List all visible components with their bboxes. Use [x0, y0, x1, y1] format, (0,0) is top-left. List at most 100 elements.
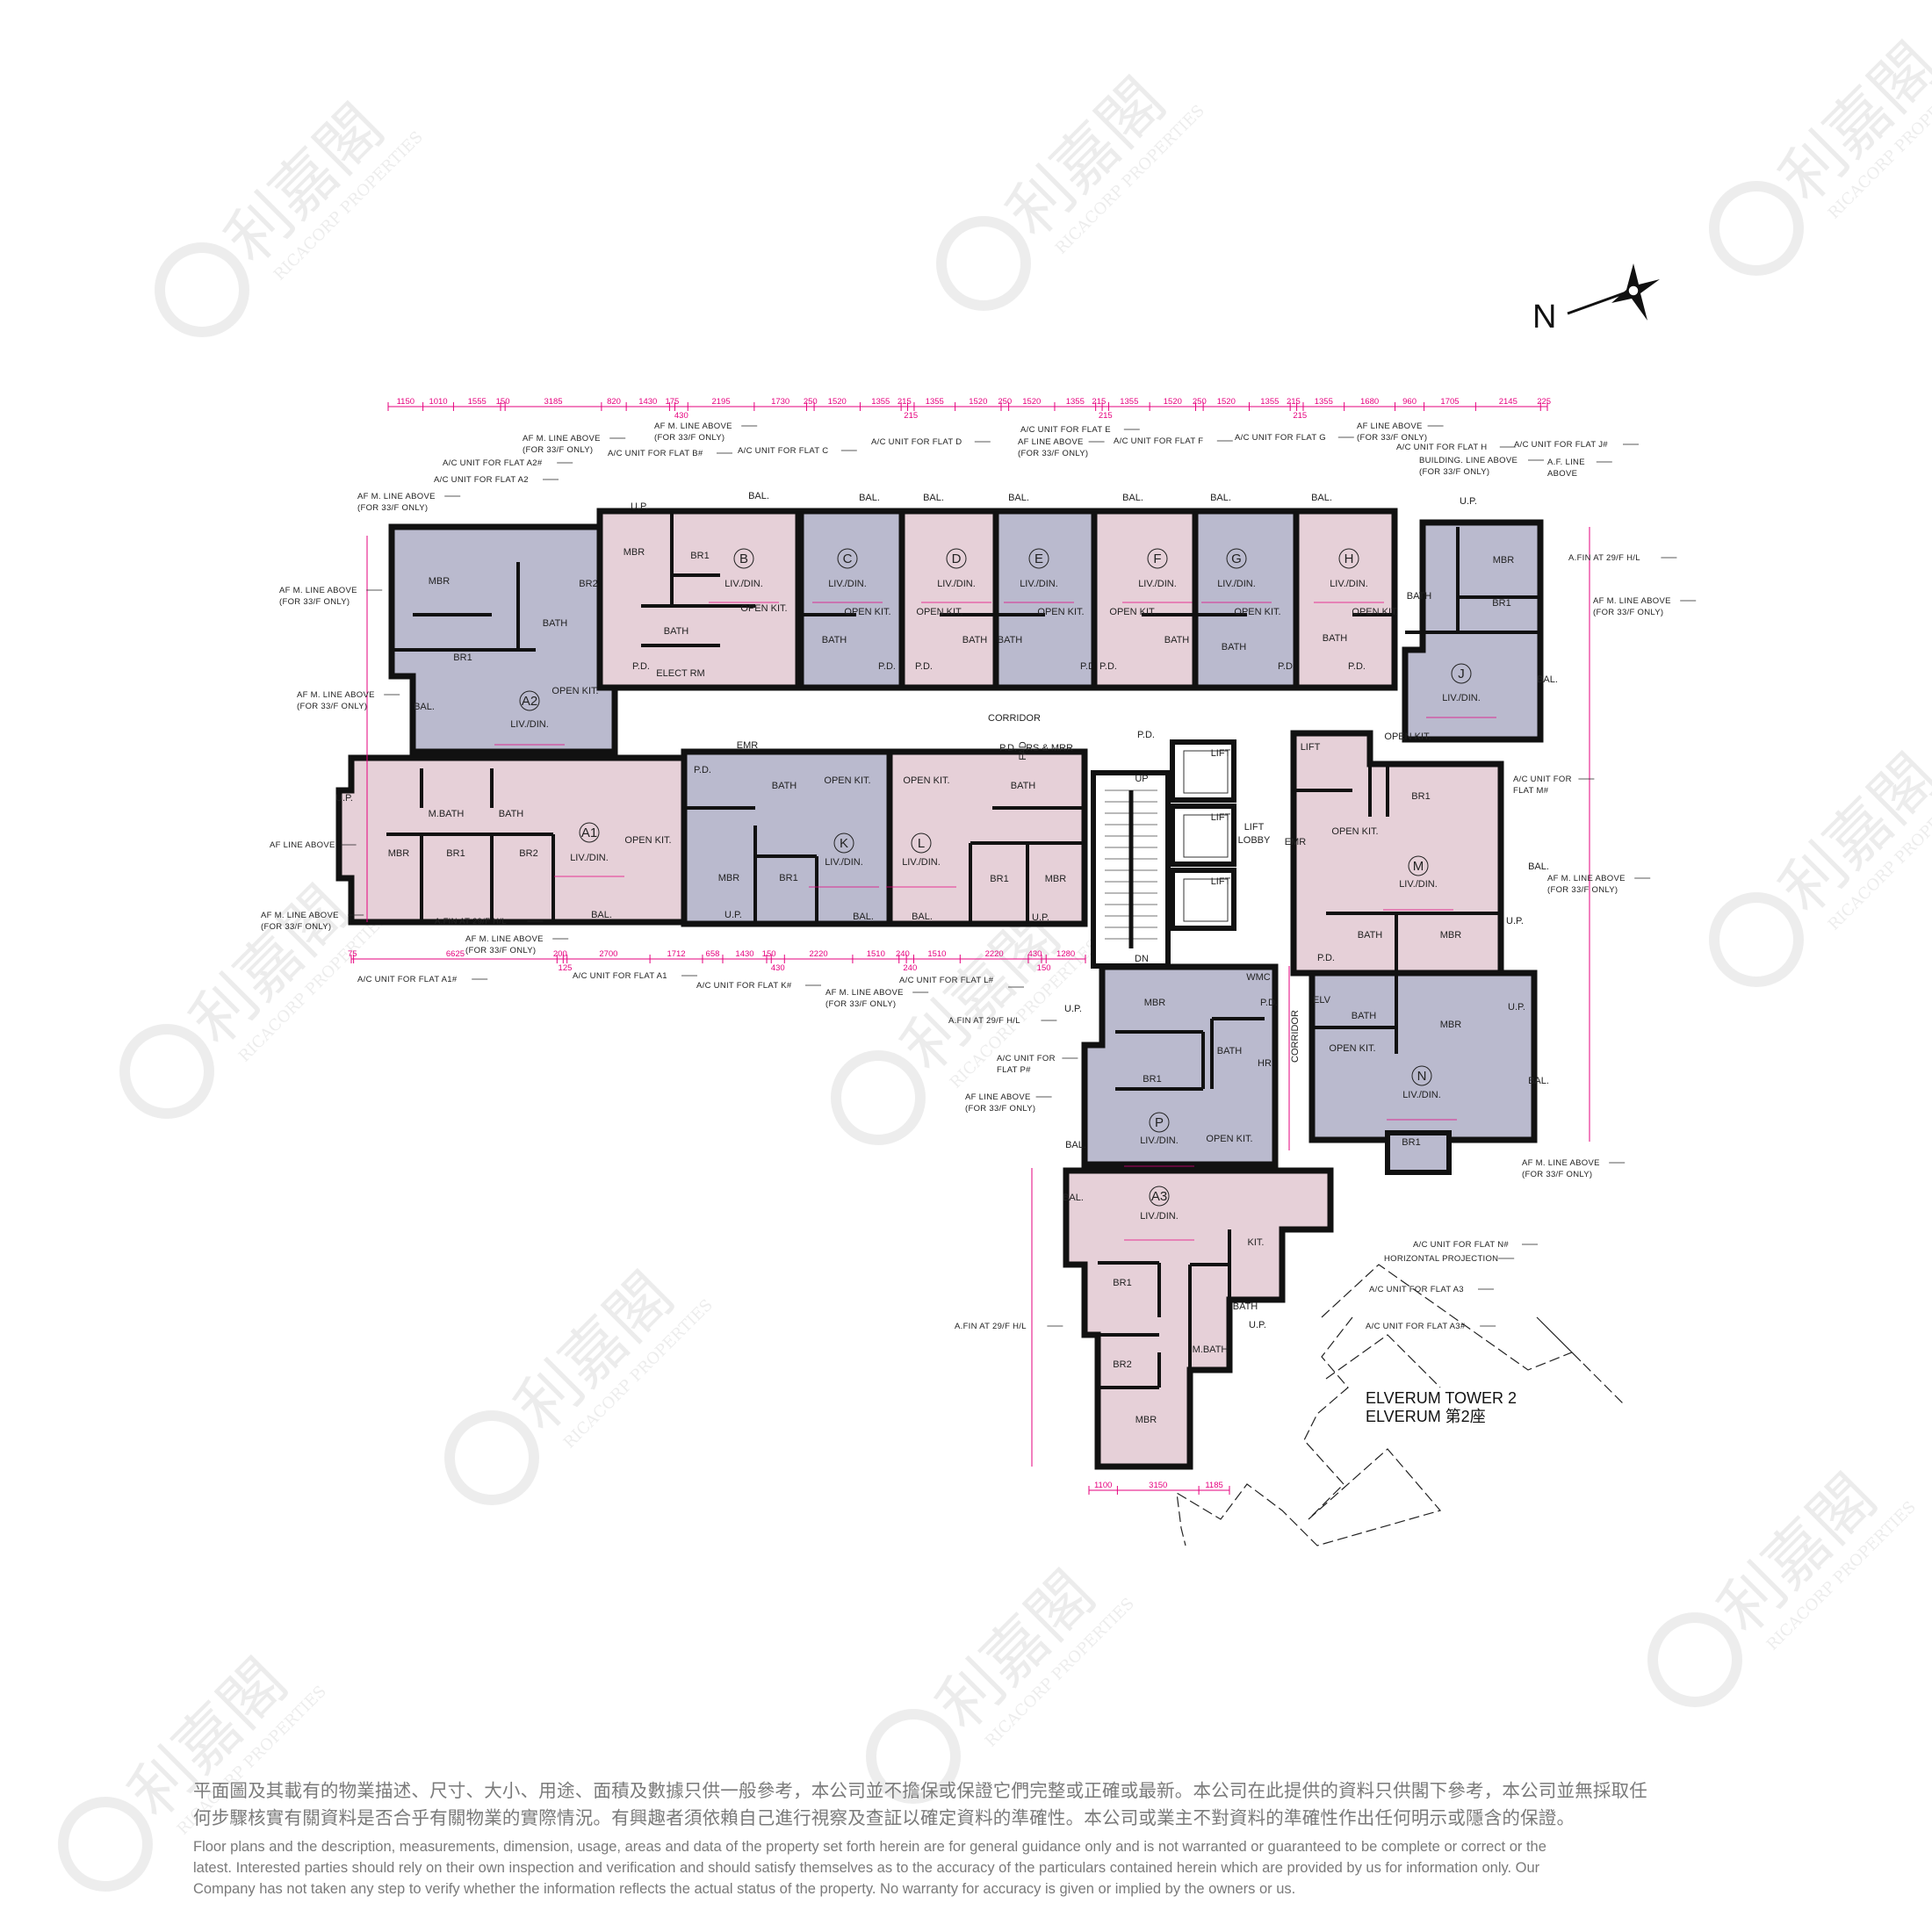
unit-floor-area	[886, 748, 1088, 927]
callout-text: (FOR 33/F ONLY)	[825, 999, 896, 1009]
room-label: MBR	[1144, 998, 1166, 1008]
north-arrow-center	[1627, 285, 1640, 297]
room-label: P.D.	[915, 661, 933, 672]
room-label: LIV./DIN.	[1330, 579, 1368, 589]
lift-shaft	[1170, 804, 1236, 867]
unit-id-label: M	[1413, 859, 1424, 874]
callout-text: A.FIN AT 29/F H/L	[435, 917, 507, 926]
unit-floor-area	[1192, 508, 1300, 691]
unit-id-circle	[1338, 548, 1359, 569]
callout-text: AF M. LINE ABOVE	[297, 690, 375, 700]
callout-note: A/C UNIT FOR FLAT B#	[608, 449, 732, 458]
unit-id-label: K	[840, 836, 848, 851]
unit-id-label: A2	[522, 694, 537, 709]
room-label: ELV	[1313, 995, 1331, 1006]
top-dimension-value: 1705	[1440, 397, 1459, 407]
callout-note: AF M. LINE ABOVE(FOR 33/F ONLY)	[261, 911, 364, 932]
callout-text: (FOR 33/F ONLY)	[654, 433, 724, 443]
callout-note: AF M. LINE ABOVE(FOR 33/F ONLY)	[297, 690, 400, 711]
room-label: BATH	[998, 635, 1023, 645]
callout-text: (FOR 33/F ONLY)	[965, 1104, 1035, 1114]
room-label: OPEN KIT.	[903, 775, 949, 786]
room-label: BATH	[499, 809, 524, 819]
bottom-dimension-value: 150	[1037, 963, 1051, 973]
callout-note: AF LINE ABOVE (FOR 33/F ONLY)	[965, 1092, 1052, 1114]
unit-id-circle	[1149, 1112, 1170, 1133]
bottom-dimension-value: 150	[762, 949, 776, 959]
room-label: LIV./DIN.	[828, 579, 867, 589]
room-label: P.D.	[1348, 661, 1366, 672]
callout-note: AF LINE ABOVE(FOR 33/F ONLY)	[1018, 437, 1105, 458]
callout-text: AF M. LINE ABOVE	[523, 434, 601, 443]
unit-id-circle	[1226, 548, 1247, 569]
bottom-dimension-value: 1712	[667, 949, 685, 959]
room-label: BATH	[1358, 930, 1383, 941]
room-label: U.P.	[1249, 1320, 1266, 1330]
unit-id-label: L	[918, 836, 925, 851]
room-label: OPEN KIT.	[1234, 607, 1280, 617]
tower-footprint-outline	[1176, 1264, 1626, 1546]
room-label: MBR	[388, 848, 410, 859]
watermark-logo-icon	[444, 1410, 539, 1505]
room-label: MBR	[1493, 555, 1515, 566]
callout-text: AF LINE ABOVE	[965, 1092, 1031, 1102]
callout-note: AF M. LINE ABOVE(FOR 33/F ONLY)	[1522, 1158, 1626, 1179]
room-label: OPEN KIT.	[844, 607, 890, 617]
watermark-logo-icon	[866, 1709, 961, 1804]
unit-floor-area	[1308, 970, 1538, 1143]
callout-note: A/C UNIT FOR FLAT E	[1020, 425, 1140, 435]
room-label: BAL.	[591, 910, 612, 920]
top-dimension-value: 215	[898, 397, 912, 407]
room-label: BATH	[1164, 635, 1190, 645]
callout-note: AF M. LINE ABOVE(FOR 33/F ONLY)	[1547, 874, 1651, 895]
room-label: U.P.	[631, 501, 648, 512]
top-dimension-value: 1730	[771, 397, 789, 407]
room-label: OPEN KIT.	[1384, 732, 1431, 742]
room-label: LIV./DIN.	[825, 857, 863, 868]
callout-text: A/C UNIT FOR FLAT N#	[1413, 1240, 1509, 1250]
top-dimension-value: 150	[496, 397, 510, 407]
room-label: BATH	[1407, 591, 1432, 602]
top-dimension-value: 2145	[1499, 397, 1517, 407]
callout-text: AF M. LINE ABOVE	[261, 911, 339, 920]
bottom-dimension-value: 240	[903, 963, 917, 973]
top-dimension-value: 1520	[828, 397, 847, 407]
bottom-dimension-value: 75	[348, 949, 357, 959]
room-label: OPEN KIT.	[824, 775, 870, 786]
top-dimension-value: 1355	[1066, 397, 1085, 407]
room-label: BATH	[1233, 1301, 1258, 1312]
room-label: EMR	[737, 740, 759, 751]
unit-id-circle	[1028, 548, 1049, 569]
room-label: BAL.	[1065, 1140, 1086, 1150]
unit-floor-area	[992, 508, 1098, 691]
lift-shaft	[1170, 868, 1236, 931]
unit-id-circle	[837, 548, 858, 569]
callout-note: HORIZONTAL PROJECTION	[1384, 1254, 1515, 1264]
callout-text: HORIZONTAL PROJECTION	[1384, 1254, 1498, 1264]
unit-floor-area	[1293, 508, 1398, 691]
disclaimer-zh-line1: 平面圖及其載有的物業描述、尺寸、大小、用途、面積及數據只供一般參考，本公司並不擔…	[193, 1781, 1647, 1801]
lift-label: LIFT	[1211, 812, 1231, 823]
top-dimension-value: 1520	[1022, 397, 1041, 407]
callout-text: (FOR 33/F ONLY)	[1357, 433, 1427, 443]
bottom-dimension-value: 1510	[927, 949, 946, 959]
room-label: U.P.	[1460, 496, 1477, 507]
room-label: LIV./DIN.	[570, 853, 609, 863]
room-label: U.P.	[1506, 916, 1524, 926]
callout-text: A/C UNIT FOR FLAT A1	[573, 971, 667, 981]
room-label: LIV./DIN.	[1020, 579, 1058, 589]
lift-car	[1183, 878, 1229, 922]
room-label: LIV./DIN.	[1402, 1090, 1441, 1100]
unit-id-circle	[519, 690, 540, 711]
callout-text: (FOR 33/F ONLY)	[523, 445, 593, 455]
callout-note: AF M. LINE ABOVE (FOR 33/F ONLY)	[523, 434, 626, 455]
callout-note: A/C UNIT FOR FLAT A1#	[357, 975, 488, 984]
unit-id-circle	[833, 833, 854, 854]
callout-text: A.F. LINE	[1547, 458, 1585, 467]
